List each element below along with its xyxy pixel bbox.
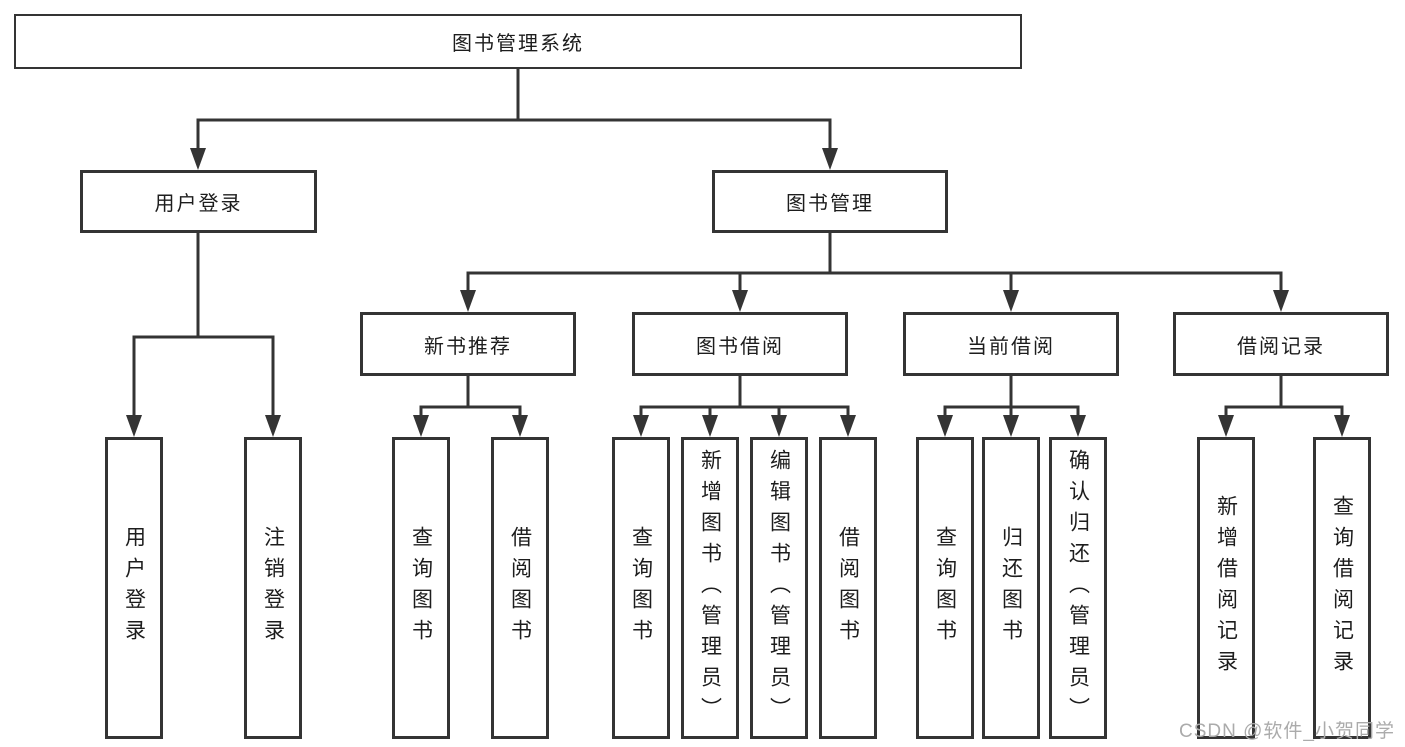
node-user-login-branch: 用户登录 — [80, 170, 317, 233]
leaf-query-borrow-record-label: 查询借阅记录 — [1330, 495, 1354, 681]
leaf-borrow-books-1-label: 借阅图书 — [508, 526, 532, 650]
node-current-borrowing: 当前借阅 — [903, 312, 1119, 376]
node-borrowing-records-label: 借阅记录 — [1237, 335, 1325, 358]
leaf-logout: 注销登录 — [244, 437, 302, 739]
tree-connector-lines — [132, 69, 1344, 421]
node-book-management-branch: 图书管理 — [712, 170, 948, 233]
leaf-query-books-2: 查询图书 — [612, 437, 670, 739]
leaf-logout-label: 注销登录 — [261, 526, 285, 650]
node-book-management-branch-label: 图书管理 — [786, 193, 874, 215]
leaf-add-book-admin: 新增图书（管理员） — [681, 437, 739, 739]
leaf-add-borrow-record-label: 新增借阅记录 — [1214, 495, 1238, 681]
node-book-borrowing-label: 图书借阅 — [696, 335, 784, 358]
leaf-query-books-3: 查询图书 — [916, 437, 974, 739]
leaf-edit-book-admin: 编辑图书（管理员） — [750, 437, 808, 739]
leaf-return-books: 归还图书 — [982, 437, 1040, 739]
leaf-query-books-3-label: 查询图书 — [933, 526, 957, 650]
node-user-login-branch-label: 用户登录 — [154, 193, 243, 215]
node-borrowing-records: 借阅记录 — [1173, 312, 1389, 376]
leaf-user-login-label: 用户登录 — [122, 526, 146, 650]
node-root: 图书管理系统 — [14, 14, 1022, 69]
leaf-query-borrow-record: 查询借阅记录 — [1313, 437, 1371, 739]
leaf-user-login: 用户登录 — [105, 437, 163, 739]
node-new-book-recommend-label: 新书推荐 — [424, 335, 512, 358]
leaf-return-books-label: 归还图书 — [999, 526, 1023, 650]
leaf-add-borrow-record: 新增借阅记录 — [1197, 437, 1255, 739]
leaf-borrow-books-1: 借阅图书 — [491, 437, 549, 739]
leaf-query-books-1: 查询图书 — [392, 437, 450, 739]
leaf-query-books-1-label: 查询图书 — [409, 526, 433, 650]
leaf-borrow-books-2-label: 借阅图书 — [836, 526, 860, 650]
leaf-borrow-books-2: 借阅图书 — [819, 437, 877, 739]
node-book-borrowing: 图书借阅 — [632, 312, 848, 376]
leaf-edit-book-admin-label: 编辑图书（管理员） — [767, 448, 791, 728]
node-current-borrowing-label: 当前借阅 — [967, 335, 1055, 358]
leaf-confirm-return-admin-label: 确认归还（管理员） — [1066, 448, 1090, 728]
node-new-book-recommend: 新书推荐 — [360, 312, 576, 376]
leaf-query-books-2-label: 查询图书 — [629, 526, 653, 650]
leaf-confirm-return-admin: 确认归还（管理员） — [1049, 437, 1107, 739]
leaf-add-book-admin-label: 新增图书（管理员） — [698, 448, 722, 728]
watermark: CSDN @软件_小贺同学 — [1179, 721, 1395, 742]
arrowhead-icons — [126, 148, 1350, 437]
node-root-label: 图书管理系统 — [452, 33, 584, 55]
